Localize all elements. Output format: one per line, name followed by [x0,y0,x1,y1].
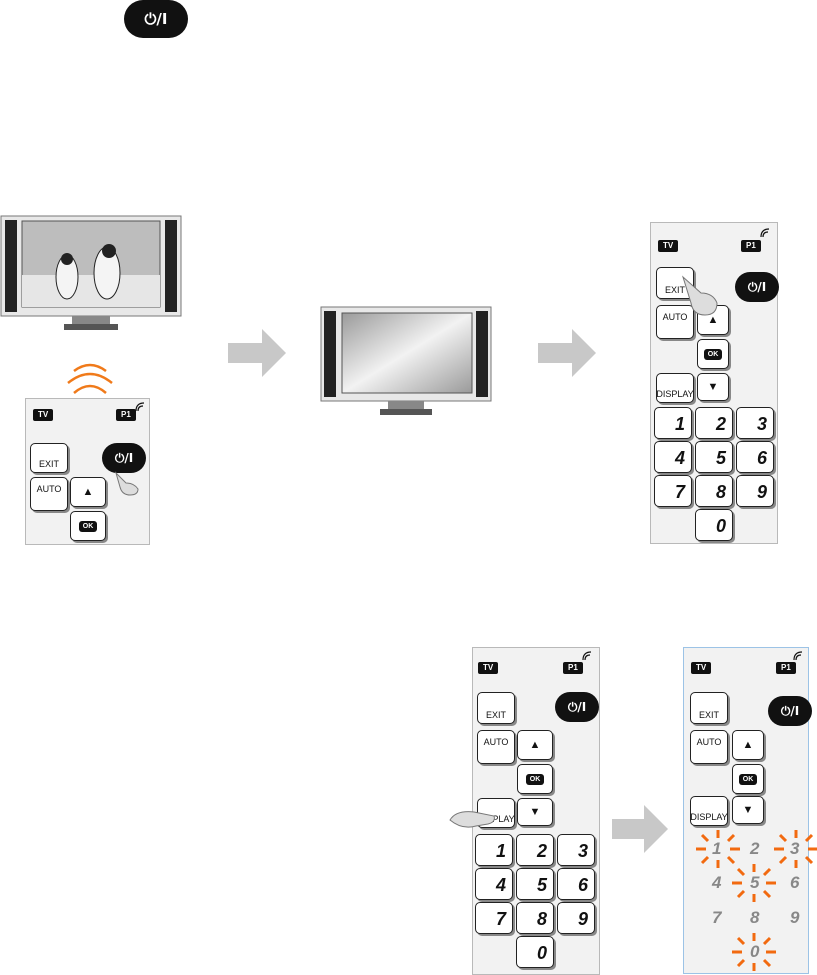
number-button[interactable]: 7 [475,902,513,934]
hand-pointer-icon [449,811,495,828]
display-button[interactable]: DISPLAY [690,796,728,826]
wireless-icon [582,651,592,661]
down-button[interactable]: ▼ [732,796,764,824]
digit-label: 5 [750,873,760,892]
exit-button[interactable]: EXIT [30,443,68,473]
tv-with-picture [0,215,182,330]
digit-label: 9 [790,908,800,927]
number-button[interactable]: 7 [654,475,692,507]
digit-label: 3 [790,839,800,858]
tv-badge: TV [691,662,712,674]
number-button[interactable]: 3 [557,834,595,866]
number-button[interactable]: 8 [695,475,733,507]
digit-label: 4 [712,873,722,892]
number-button[interactable]: 0 [516,936,554,968]
p1-badge: P1 [563,662,583,674]
highlight-burst-icon [732,864,776,902]
ok-button[interactable]: OK [517,764,553,794]
digit-label: 1 [712,839,722,858]
auto-button[interactable]: AUTO [656,305,694,339]
number-button[interactable]: 9 [557,902,595,934]
arrow-right-icon [538,329,596,377]
up-button[interactable]: ▲ [732,730,764,760]
number-button[interactable]: 5 [516,868,554,900]
digit-label: 8 [750,908,760,927]
power-button[interactable]: ⏻/I [102,443,146,473]
number-button[interactable]: 4 [475,868,513,900]
wireless-icon [793,651,803,661]
digit-label: 2 [750,839,760,858]
arrow-right-icon [612,805,668,853]
tv-badge: TV [478,662,499,674]
auto-button[interactable]: AUTO [30,477,68,511]
wireless-icon [135,402,145,412]
highlight-burst-icon [696,830,740,868]
p1-badge: P1 [741,240,761,252]
number-button[interactable]: 2 [695,407,733,439]
p1-badge: P1 [116,409,136,421]
down-button[interactable]: ▼ [697,373,729,401]
number-button[interactable]: 4 [654,441,692,473]
power-button[interactable]: ⏻/I [555,692,599,722]
power-button[interactable]: ⏻/I [768,696,812,726]
number-button[interactable]: 5 [695,441,733,473]
number-button[interactable]: 6 [736,441,774,473]
up-button[interactable]: ▲ [70,477,106,507]
number-button[interactable]: 9 [736,475,774,507]
exit-button[interactable]: EXIT [477,692,515,724]
digit-label: 6 [790,873,800,892]
display-button[interactable]: DISPLAY [656,373,694,403]
number-button[interactable]: 0 [695,509,733,541]
power-button[interactable]: ⏻/I [735,272,779,302]
auto-button[interactable]: AUTO [477,730,515,764]
hand-pointer-icon [114,471,139,496]
exit-button[interactable]: EXIT [690,692,728,724]
digit-label: 0 [750,942,760,961]
power-button-top[interactable]: ⏻/I [124,0,188,38]
number-button[interactable]: 1 [654,407,692,439]
signal-waves-icon [67,363,113,394]
remote-panel-exit: TV P1 EXIT ⏻/I AUTO ▲ OK DISPLAY ▼ 1 2 3… [650,222,779,544]
arrow-right-icon [228,329,286,377]
auto-button[interactable]: AUTO [690,730,728,764]
hand-pointer-icon [681,275,718,316]
ok-button[interactable]: OK [697,339,729,369]
number-button[interactable]: 6 [557,868,595,900]
up-button[interactable]: ▲ [517,730,553,760]
highlight-burst-icon [774,830,817,868]
tv-blank-screen [320,306,492,415]
number-button[interactable]: 2 [516,834,554,866]
digit-label: 7 [712,908,722,927]
number-button[interactable]: 1 [475,834,513,866]
number-button[interactable]: 3 [736,407,774,439]
highlight-burst-icon [732,933,776,971]
remote-panel-power: TV P1 EXIT ⏻/I AUTO ▲ OK [25,398,150,545]
ok-button[interactable]: OK [70,511,106,541]
tv-badge: TV [658,240,679,252]
tv-badge: TV [33,409,54,421]
remote-panel-display: TV P1 EXIT ⏻/I AUTO ▲ OK DISPLAY ▼ 1 2 3… [472,647,600,975]
down-button[interactable]: ▼ [517,798,553,826]
wireless-icon [760,228,770,238]
number-button[interactable]: 8 [516,902,554,934]
p1-badge: P1 [776,662,796,674]
ok-button[interactable]: OK [732,764,764,794]
remote-panel-digits: TV P1 EXIT ⏻/I AUTO ▲ OK DISPLAY ▼ 1 2 3… [683,647,817,974]
